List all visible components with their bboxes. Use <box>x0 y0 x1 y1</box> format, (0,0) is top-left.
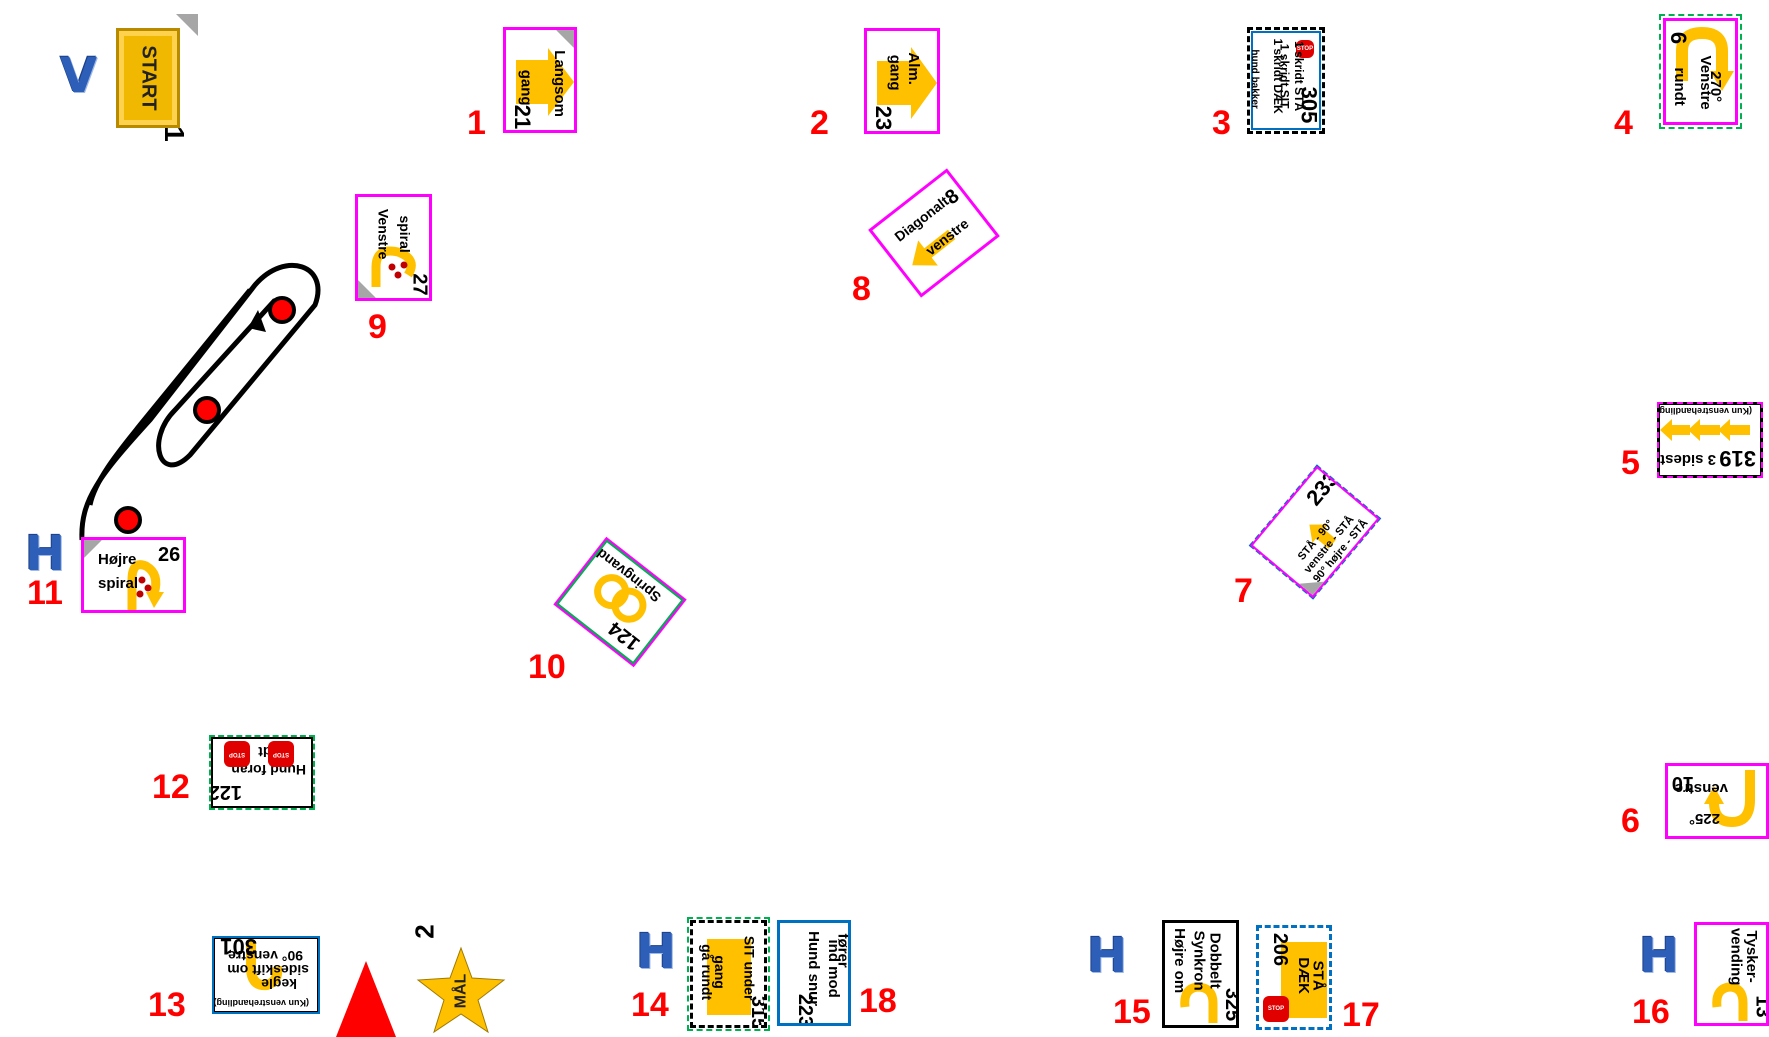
station-text-line: gang <box>518 70 533 106</box>
stop-sign-icon: STOP <box>1263 996 1289 1022</box>
station-id: 21 <box>509 105 535 129</box>
finish-number: 2 <box>410 924 441 938</box>
start-label: START <box>137 45 160 110</box>
station-number-6: 6 <box>1621 804 1640 838</box>
station-sign-14: SIT under gang gå rundt 315 <box>690 920 767 1028</box>
station-text-line: fører <box>835 934 850 968</box>
start-sign: START <box>116 28 180 128</box>
station-text-line: gå rundt <box>700 944 714 1000</box>
hand-marker-h: H <box>1639 932 1679 980</box>
station-text-line: Højre om <box>1172 928 1187 993</box>
station-text-line: gang <box>887 55 902 91</box>
station-sign-3: STOP 1 skridt STÅ 1 skridt SIT 1 skridt … <box>1247 27 1325 134</box>
station-sign-11: Højre spiral 26 <box>81 537 186 613</box>
hand-marker-h: H <box>1087 932 1127 980</box>
station-sign-5: 319 3 sidestep (Kun venstrehandling) <box>1657 402 1763 478</box>
station-text-line: Dobbelt <box>1207 933 1222 989</box>
station-text-line: Alm. <box>906 52 921 85</box>
station-id: 223 <box>793 994 816 1026</box>
station-id: 122 <box>209 780 242 803</box>
station-sign-16: Tysker- vending 13 <box>1694 922 1769 1026</box>
station-id: 13 <box>1751 995 1769 1017</box>
station-text-line: 225° <box>1689 811 1720 826</box>
station-id: 27 <box>408 273 431 295</box>
station-number-13: 13 <box>148 988 186 1022</box>
station-id: 319 <box>1719 445 1756 471</box>
station-number-17: 17 <box>1342 998 1380 1032</box>
station-text-line: Venstre <box>1697 56 1712 110</box>
station-sign-15: Dobbelt Synkron Højre om 325 <box>1162 920 1239 1028</box>
sidestep-arrows-icon <box>1657 415 1760 445</box>
station-id: 6 <box>1665 32 1691 44</box>
station-text-line: 1 skridt DÆK <box>1272 38 1284 113</box>
corner-icon <box>556 30 574 48</box>
station-sign-4: 270° Venstre rundt 6 <box>1663 18 1738 125</box>
hand-marker-v: V <box>60 52 97 100</box>
red-dot-marker <box>270 298 294 322</box>
red-dot-marker <box>195 398 219 422</box>
station-sign-7: 233 STÅ - 90° venstre - STÅ - 90° højre … <box>1249 464 1381 599</box>
station-number-3: 3 <box>1212 106 1231 140</box>
station-text-line: SIT under <box>742 936 756 1001</box>
finish-label: MÅL <box>452 974 470 1009</box>
station-id: 325 <box>1220 988 1239 1021</box>
station-text-line: 3 sidestep <box>1657 452 1716 467</box>
station-number-1: 1 <box>467 106 486 140</box>
station-sign-13: (Kun venstrehandling) kegle sideskift om… <box>212 936 320 1014</box>
station-number-10: 10 <box>528 650 566 684</box>
station-number-14: 14 <box>631 988 669 1022</box>
red-dot-marker <box>116 508 140 532</box>
stop-sign-icon: STOP <box>268 741 294 767</box>
station-sign-8: Diagonalt venstre 8 <box>868 168 1000 297</box>
station-sign-1: Langsom gang 21 <box>503 27 577 133</box>
stop-sign-icon: STOP <box>224 741 250 767</box>
station-sign-12: 122 Hund foran rundt STOP STOP <box>209 735 315 810</box>
station-number-9: 9 <box>368 310 387 344</box>
start-number: 1 <box>158 126 190 142</box>
station-text-line: (Kun venstrehandling) <box>1657 406 1752 415</box>
station-number-4: 4 <box>1614 106 1633 140</box>
station-sign-10: Springvand 124 <box>555 538 686 666</box>
station-text-line: Tysker- <box>1743 931 1758 983</box>
station-text-line: Synkron <box>1191 931 1206 991</box>
station-number-7: 7 <box>1234 574 1253 608</box>
station-text-line: sideskift om <box>227 963 309 977</box>
station-text-line: spiral <box>398 215 412 252</box>
station-number-5: 5 <box>1621 446 1640 480</box>
station-id: 10 <box>1672 771 1694 794</box>
station-sign-9: Venstre spiral 27 <box>355 194 432 301</box>
station-sign-17: 206 STÅ DÆK STOP <box>1256 925 1332 1030</box>
station-number-11: 11 <box>27 576 63 610</box>
hand-marker-h: H <box>636 928 676 976</box>
station-sign-6: 225° venstre 10 <box>1665 763 1769 839</box>
corner-icon <box>358 280 376 298</box>
station-text-line: vending <box>1728 928 1743 986</box>
cone-icon <box>336 961 396 1037</box>
station-text-line: DÆK <box>1296 957 1311 994</box>
station-id: 301 <box>220 936 257 959</box>
station-id: 26 <box>158 544 180 567</box>
station-number-2: 2 <box>810 106 829 140</box>
station-text-line: rundt <box>1672 67 1687 105</box>
station-text-line: Højre <box>98 552 136 567</box>
station-text-line: kegle <box>261 977 297 991</box>
station-text-line: Langsom <box>552 50 567 117</box>
station-text-line: Venstre <box>376 209 390 260</box>
station-number-15: 15 <box>1113 995 1151 1029</box>
station-sign-18: Hund snur ind mod fører 223 <box>777 920 851 1026</box>
station-number-12: 12 <box>152 770 190 804</box>
station-sign-2: Alm. gang 23 <box>864 28 940 134</box>
hand-marker-h: H <box>25 530 65 578</box>
station-id: 305 <box>1295 87 1321 124</box>
station-number-16: 16 <box>1632 995 1670 1029</box>
station-number-8: 8 <box>852 272 871 306</box>
station-id: 206 <box>1268 933 1291 966</box>
station-text-line: hund bakker <box>1249 49 1259 108</box>
station-id: 315 <box>746 996 767 1028</box>
station-text-line: STÅ <box>1310 961 1325 991</box>
station-id: 23 <box>870 106 896 130</box>
station-text-line: spiral <box>98 576 138 591</box>
station-number-18: 18 <box>859 984 897 1018</box>
corner-icon <box>176 14 198 36</box>
